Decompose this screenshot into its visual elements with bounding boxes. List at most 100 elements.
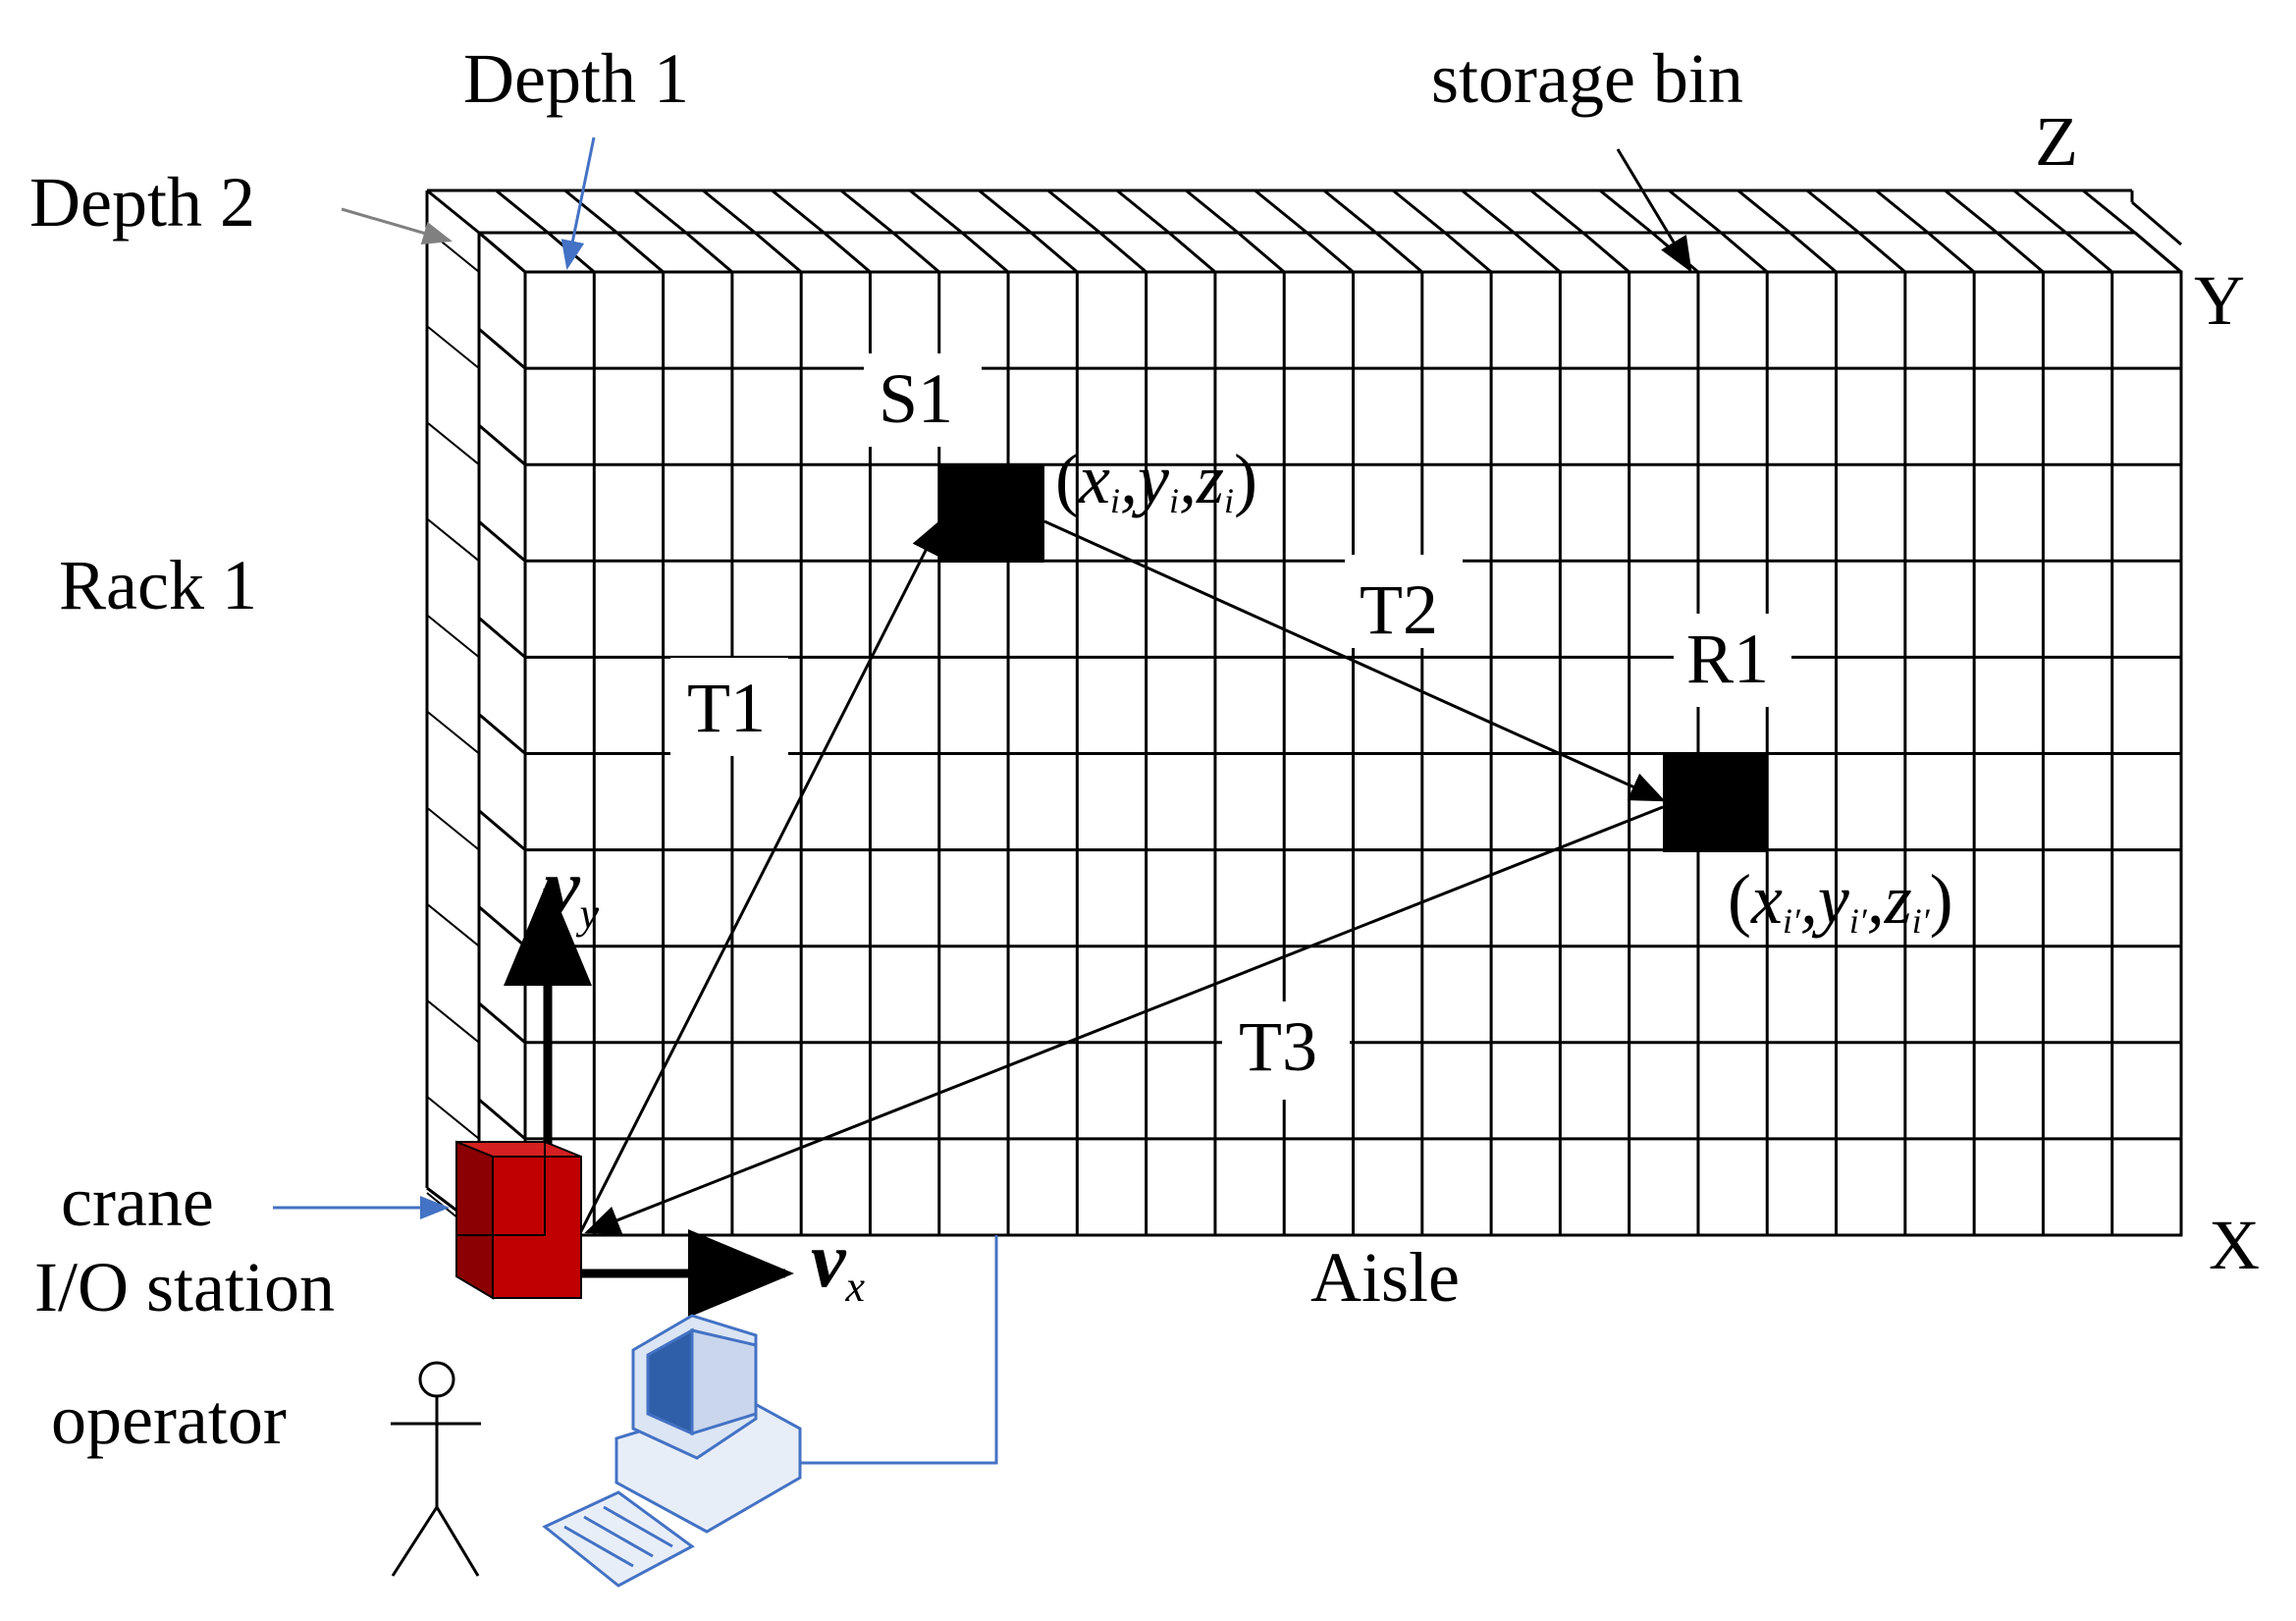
top-col xyxy=(1996,231,2045,274)
back-top-col xyxy=(563,189,618,235)
top-col xyxy=(754,231,803,274)
back-top-col xyxy=(2012,189,2067,235)
back-top-col xyxy=(702,189,757,235)
r1-coordinates: (xi′,yi′,zi′) xyxy=(1728,860,1953,941)
back-top-col xyxy=(839,189,894,235)
rack-top-face xyxy=(478,231,2182,274)
back-top-col xyxy=(1046,189,1101,235)
top-col xyxy=(1650,231,1699,274)
depth1-pointer xyxy=(561,136,596,270)
back-side-row xyxy=(426,806,480,851)
top-col xyxy=(1927,231,1976,274)
depth2-pointer xyxy=(341,207,453,244)
rack-side-face xyxy=(477,231,526,1237)
back-top-col xyxy=(1805,189,1860,235)
crane-icon xyxy=(455,1140,582,1300)
s1-coordinates: (xi,yi,zi) xyxy=(1055,440,1257,520)
t2-label: T2 xyxy=(1360,570,1438,649)
top-col xyxy=(615,231,665,274)
vx-label: vx xyxy=(811,1217,866,1311)
top-col xyxy=(1306,231,1355,274)
computer-icon xyxy=(542,1314,802,1588)
back-top-col xyxy=(495,189,550,235)
side-row xyxy=(478,1098,526,1141)
back-top-col xyxy=(1668,189,1723,235)
back-side-row xyxy=(426,614,480,659)
operator-label: operator xyxy=(51,1380,287,1459)
storage-bin-label: storage bin xyxy=(1431,39,1743,118)
axis-z-label: Z xyxy=(2035,102,2078,181)
top-col xyxy=(1720,231,1769,274)
back-top-col xyxy=(1599,189,1653,235)
back-top-col xyxy=(1115,189,1170,235)
back-top-col xyxy=(1322,189,1377,235)
storage-bin-pointer xyxy=(1616,148,1692,273)
back-top-col xyxy=(1875,189,1930,235)
io-station-label: I/O station xyxy=(34,1248,335,1326)
path-t1-line xyxy=(551,518,942,1271)
back-side-row xyxy=(426,1000,480,1044)
back-side-row xyxy=(426,421,480,465)
back-top-col xyxy=(1944,189,1999,235)
top-col xyxy=(478,231,526,274)
back-side-row xyxy=(426,902,480,947)
top-col xyxy=(823,231,872,274)
back-side-row xyxy=(426,325,480,369)
storage-bin-r1 xyxy=(1663,755,1767,852)
t3-label: T3 xyxy=(1239,1007,1317,1086)
aisle-label: Aisle xyxy=(1310,1238,1460,1317)
top-col xyxy=(1167,231,1216,274)
top-col xyxy=(1444,231,1493,274)
back-top-col xyxy=(426,189,480,235)
back-top-col xyxy=(1529,189,1584,235)
depth2-label: Depth 2 xyxy=(29,163,255,242)
vy-label: vy xyxy=(545,844,600,938)
side-row xyxy=(478,327,526,370)
r1-label: R1 xyxy=(1686,620,1769,698)
back-top-col xyxy=(909,189,963,235)
back-top-col xyxy=(2082,189,2136,235)
top-col xyxy=(1581,231,1630,274)
back-side-row xyxy=(426,517,480,563)
top-col xyxy=(1789,231,1838,274)
side-row xyxy=(478,617,526,659)
top-right-diag xyxy=(2134,231,2182,274)
back-top-col xyxy=(978,189,1033,235)
top-col xyxy=(891,231,940,274)
axis-x-label: X xyxy=(2209,1206,2260,1284)
crane-label: crane xyxy=(61,1162,214,1241)
back-top-col xyxy=(1392,189,1447,235)
top-col xyxy=(1098,231,1148,274)
top-col xyxy=(1513,231,1562,274)
back-top-col xyxy=(632,189,687,235)
path-t3-line xyxy=(584,805,1664,1234)
rack-label: Rack 1 xyxy=(59,546,257,624)
back-top-col xyxy=(771,189,826,235)
side-row xyxy=(478,905,526,947)
top-col xyxy=(684,231,733,274)
path-t2-line xyxy=(1043,519,1666,802)
back-top-col xyxy=(1185,189,1240,235)
top-col xyxy=(1237,231,1286,274)
side-row xyxy=(478,809,526,851)
side-row xyxy=(478,424,526,466)
side-row xyxy=(478,520,526,563)
computer-connector xyxy=(746,1235,998,1465)
back-right-diag xyxy=(2131,200,2182,246)
operator-icon xyxy=(391,1361,481,1577)
back-top-col xyxy=(1736,189,1791,235)
back-side-row xyxy=(426,710,480,755)
top-col xyxy=(2064,231,2113,274)
top-col xyxy=(1857,231,1906,274)
back-side-row xyxy=(426,1096,480,1140)
t1-label: T1 xyxy=(687,669,766,747)
storage-bin-s1 xyxy=(940,464,1044,563)
top-col xyxy=(1374,231,1423,274)
top-col xyxy=(961,231,1010,274)
back-top-col xyxy=(1254,189,1308,235)
side-row xyxy=(478,1001,526,1044)
depth1-label: Depth 1 xyxy=(463,39,689,118)
axis-y-label: Y xyxy=(2194,261,2245,340)
